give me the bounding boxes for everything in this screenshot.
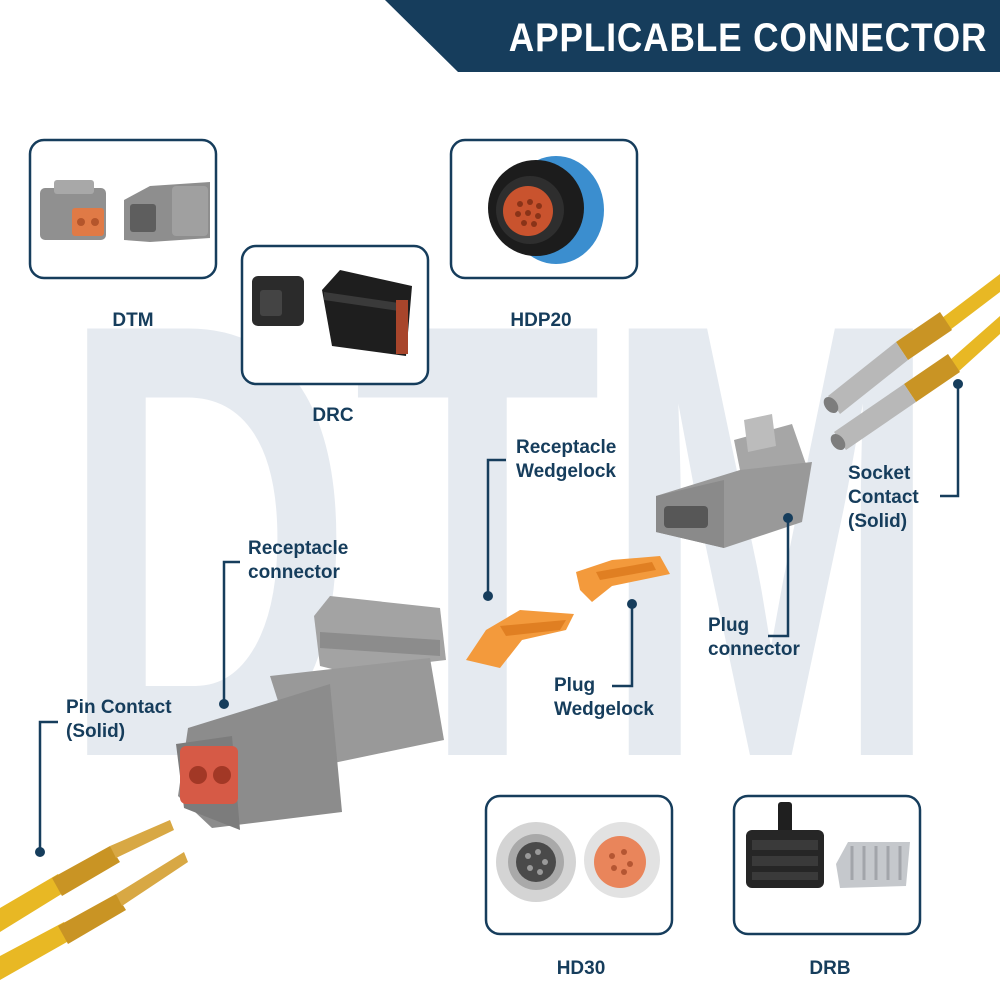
callout-line-1: Plug xyxy=(554,675,596,696)
callout-receptacle-connector: Receptacle connector xyxy=(248,537,348,585)
callout-line-1: Pin Contact xyxy=(66,697,172,718)
heading-banner xyxy=(385,0,1000,72)
leader-socket-contact xyxy=(940,384,960,498)
leader-receptacle-connector xyxy=(222,560,240,702)
callout-line-2: Wedgelock xyxy=(516,461,616,482)
wedgelocks xyxy=(466,556,670,668)
pin-contacts xyxy=(0,820,188,980)
callout-line-1: Receptacle xyxy=(516,437,617,458)
label-dtm: DTM xyxy=(112,310,154,331)
callout-line-1: Socket xyxy=(848,463,911,484)
drb-thumbnail xyxy=(732,794,922,936)
callout-line-2: connector xyxy=(248,562,340,583)
callout-line-1: Plug xyxy=(708,615,750,636)
leader-plug-connector xyxy=(768,518,790,638)
callout-line-2: connector xyxy=(708,639,800,660)
callout-line-2: Wedgelock xyxy=(554,699,654,720)
label-drc: DRC xyxy=(312,405,354,426)
dtm-thumbnail xyxy=(28,138,218,280)
callout-dots xyxy=(35,379,963,857)
callout-line-2: (Solid) xyxy=(66,721,126,742)
callout-line-3: (Solid) xyxy=(848,511,908,532)
hdp20-thumbnail xyxy=(449,138,639,280)
drc-thumbnail xyxy=(240,244,430,386)
callout-plug-wedgelock: Plug Wedgelock xyxy=(554,674,654,722)
page-heading: APPLICABLE CONNECTOR xyxy=(508,16,988,60)
leader-plug-wedgelock xyxy=(612,604,634,688)
leader-pin-contact xyxy=(38,720,58,852)
callout-receptacle-wedgelock: Receptacle Wedgelock xyxy=(516,436,616,484)
callout-lines xyxy=(38,384,960,852)
plug-connector-part xyxy=(656,414,812,548)
callout-pin-contact: Pin Contact (Solid) xyxy=(66,696,172,744)
callout-line-2: Contact xyxy=(848,487,919,508)
label-drb: DRB xyxy=(809,958,851,979)
leader-receptacle-wedgelock xyxy=(486,458,506,592)
callout-line-1: Receptacle xyxy=(248,538,349,559)
callout-socket-contact: Socket Contact (Solid) xyxy=(848,462,919,534)
receptacle-connector-part xyxy=(176,596,446,830)
hd30-thumbnail xyxy=(484,794,674,936)
label-hd30: HD30 xyxy=(556,958,606,979)
callout-plug-connector: Plug connector xyxy=(708,614,800,662)
label-hdp20: HDP20 xyxy=(510,310,572,331)
socket-contacts xyxy=(823,274,1000,450)
